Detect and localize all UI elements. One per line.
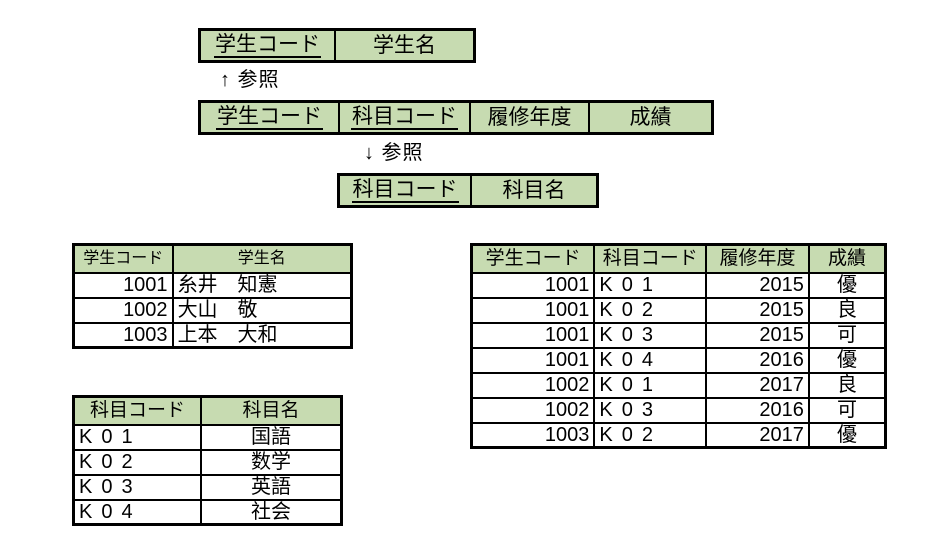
schema-column: 科目名 bbox=[472, 176, 596, 205]
table-cell: 1003 bbox=[72, 321, 174, 349]
column-header: 学生名 bbox=[171, 243, 353, 274]
column-header: 学生コード bbox=[470, 243, 596, 274]
table-cell: 1001 bbox=[470, 346, 596, 374]
table-cell: K03 bbox=[72, 473, 202, 501]
students-schema-box: 学生コード 学生名 bbox=[198, 28, 476, 63]
table-cell: 国語 bbox=[199, 423, 343, 451]
table-cell: 1001 bbox=[72, 271, 174, 299]
table-cell: 優 bbox=[807, 421, 887, 449]
column-header: 科目コード bbox=[72, 395, 202, 426]
table-cell: 2015 bbox=[705, 271, 810, 299]
table-cell: 1001 bbox=[470, 271, 596, 299]
schema-column-label-primary-key: 科目コード bbox=[351, 104, 458, 130]
table-cell: 2016 bbox=[705, 396, 810, 424]
schema-column: 科目コード bbox=[340, 103, 471, 132]
column-header: 科目コード bbox=[593, 243, 708, 274]
table-cell: 上本 大和 bbox=[171, 321, 353, 349]
table-cell: 可 bbox=[807, 321, 887, 349]
subjects-schema-box: 科目コード 科目名 bbox=[337, 173, 599, 208]
table-cell: 良 bbox=[807, 296, 887, 324]
reference-up-label: ↑ 参照 bbox=[220, 69, 280, 91]
table-cell: 英語 bbox=[199, 473, 343, 501]
table-cell: 2017 bbox=[705, 371, 810, 399]
table-cell: 良 bbox=[807, 371, 887, 399]
schema-column-label: 履修年度 bbox=[487, 106, 572, 129]
table-cell: K04 bbox=[593, 346, 708, 374]
table-cell: K03 bbox=[593, 321, 708, 349]
table-cell: K02 bbox=[593, 296, 708, 324]
schema-column: 学生名 bbox=[336, 31, 473, 60]
column-header: 履修年度 bbox=[705, 243, 810, 274]
table-cell: 糸井 知憲 bbox=[171, 271, 353, 299]
table-cell: K03 bbox=[593, 396, 708, 424]
table-cell: 優 bbox=[807, 346, 887, 374]
enrollments-schema-box: 学生コード 科目コード 履修年度 成績 bbox=[198, 100, 714, 135]
table-cell: K01 bbox=[593, 371, 708, 399]
reference-down-label: ↓ 参照 bbox=[364, 142, 424, 164]
table-cell: 2015 bbox=[705, 296, 810, 324]
column-header: 成績 bbox=[807, 243, 887, 274]
table-cell: 1001 bbox=[470, 321, 596, 349]
table-cell: 大山 敬 bbox=[171, 296, 353, 324]
table-cell: 1002 bbox=[470, 396, 596, 424]
column-header: 学生コード bbox=[72, 243, 174, 274]
table-cell: 可 bbox=[807, 396, 887, 424]
table-cell: 1002 bbox=[72, 296, 174, 324]
schema-column-label-primary-key: 学生コード bbox=[216, 104, 323, 130]
schema-column: 学生コード bbox=[201, 103, 340, 132]
schema-column: 学生コード bbox=[201, 31, 336, 60]
schema-column: 科目コード bbox=[340, 176, 472, 205]
schema-column-label-primary-key: 科目コード bbox=[351, 177, 459, 203]
table-cell: K01 bbox=[72, 423, 202, 451]
schema-column-label: 科目名 bbox=[502, 179, 566, 202]
table-cell: 2016 bbox=[705, 346, 810, 374]
table-cell: K01 bbox=[593, 271, 708, 299]
schema-column: 成績 bbox=[590, 103, 711, 132]
header-row: 学生コード科目コード履修年度成績 bbox=[470, 243, 887, 274]
table-cell: 1003 bbox=[470, 421, 596, 449]
column-header: 科目名 bbox=[199, 395, 343, 426]
table-cell: 2017 bbox=[705, 421, 810, 449]
schema-column-label: 学生名 bbox=[373, 34, 436, 57]
table-cell: K02 bbox=[593, 421, 708, 449]
table-cell: 1002 bbox=[470, 371, 596, 399]
table-cell: 数学 bbox=[199, 448, 343, 476]
schema-column-label-primary-key: 学生コード bbox=[214, 32, 321, 58]
table-cell: 優 bbox=[807, 271, 887, 299]
header-row: 科目コード科目名 bbox=[72, 395, 343, 426]
schema-column-label: 成績 bbox=[629, 106, 672, 129]
table-cell: 社会 bbox=[199, 498, 343, 526]
table-cell: 1001 bbox=[470, 296, 596, 324]
table-cell: K02 bbox=[72, 448, 202, 476]
table-cell: K04 bbox=[72, 498, 202, 526]
schema-column: 履修年度 bbox=[471, 103, 590, 132]
table-cell: 2015 bbox=[705, 321, 810, 349]
header-row: 学生コード学生名 bbox=[72, 243, 353, 274]
